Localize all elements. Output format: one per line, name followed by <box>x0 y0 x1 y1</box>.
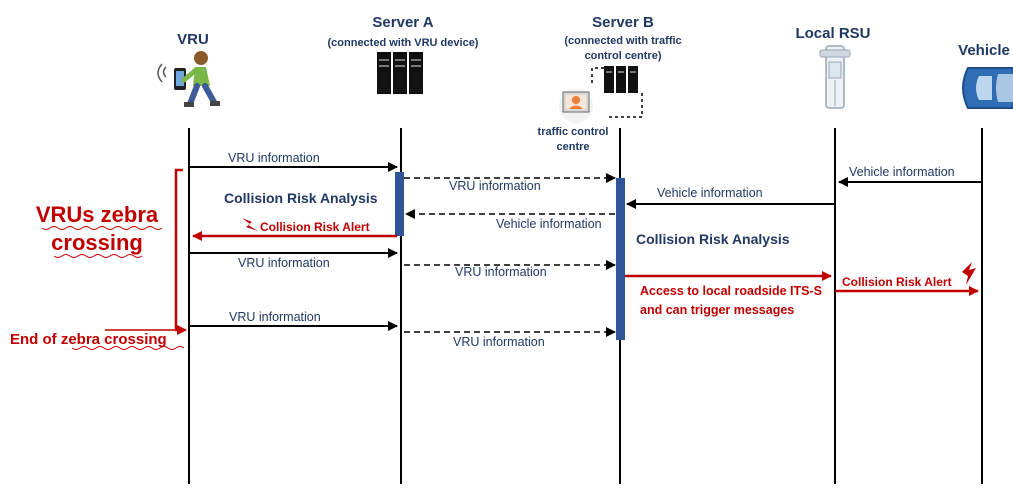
end-of-crossing-label: End of zebra crossing <box>10 331 167 348</box>
message-label: VRU information <box>455 265 547 279</box>
actor-vru-title: VRU <box>177 31 209 48</box>
actor-vehicle-title: Vehicle <box>958 42 1010 59</box>
collision-alert-label: Collision Risk Alert <box>260 220 370 234</box>
roadside-unit-icon <box>819 45 851 109</box>
pedestrian-with-phone-icon <box>157 51 220 107</box>
actor-server-b-subtitle-1: (connected with traffic <box>564 35 681 47</box>
message-label: VRU information <box>229 310 321 324</box>
zebra-crossing-label-2: crossing <box>51 230 143 255</box>
operator-monitor-icon <box>559 89 593 123</box>
message-label: VRU information <box>228 151 320 165</box>
message-label: VRU information <box>449 179 541 193</box>
traffic-control-link <box>608 93 643 118</box>
server-rack-icon <box>604 66 638 93</box>
lightning-icon <box>242 218 258 231</box>
message-label: Vehicle information <box>849 165 955 179</box>
zebra-crossing-bracket <box>174 168 183 332</box>
access-note-1: Access to local roadside ITS-S <box>640 284 822 298</box>
message-label: VRU information <box>453 335 545 349</box>
actor-server-b-subtitle-2: control centre) <box>584 50 661 62</box>
zebra-crossing-label-1: VRUs zebra <box>36 202 159 227</box>
server-a-activation-bar <box>395 172 404 236</box>
message-label: Vehicle information <box>496 217 602 231</box>
server-b-analysis-label: Collision Risk Analysis <box>636 231 790 247</box>
server-rack-icon <box>377 52 423 94</box>
end-of-crossing-underline <box>71 346 185 350</box>
traffic-control-label-2: centre <box>556 141 589 153</box>
actor-server-a-subtitle: (connected with VRU device) <box>328 37 479 49</box>
actor-local-rsu-title: Local RSU <box>795 25 870 42</box>
server-b-activation-bar <box>616 178 625 340</box>
actor-server-a-title: Server A <box>372 14 433 31</box>
traffic-control-link <box>591 67 604 84</box>
message-label: Vehicle information <box>657 186 763 200</box>
server-a-analysis-label: Collision Risk Analysis <box>224 190 378 206</box>
traffic-control-label-1: traffic control <box>538 126 609 138</box>
car-icon <box>962 67 1013 109</box>
zebra-crossing-underline <box>53 254 143 258</box>
actor-server-b-title: Server B <box>592 14 654 31</box>
lightning-icon <box>962 262 976 285</box>
collision-alert-label: Collision Risk Alert <box>842 275 952 289</box>
zebra-crossing-underline <box>41 226 163 230</box>
message-label: VRU information <box>238 256 330 270</box>
access-note-2: and can trigger messages <box>640 303 794 317</box>
